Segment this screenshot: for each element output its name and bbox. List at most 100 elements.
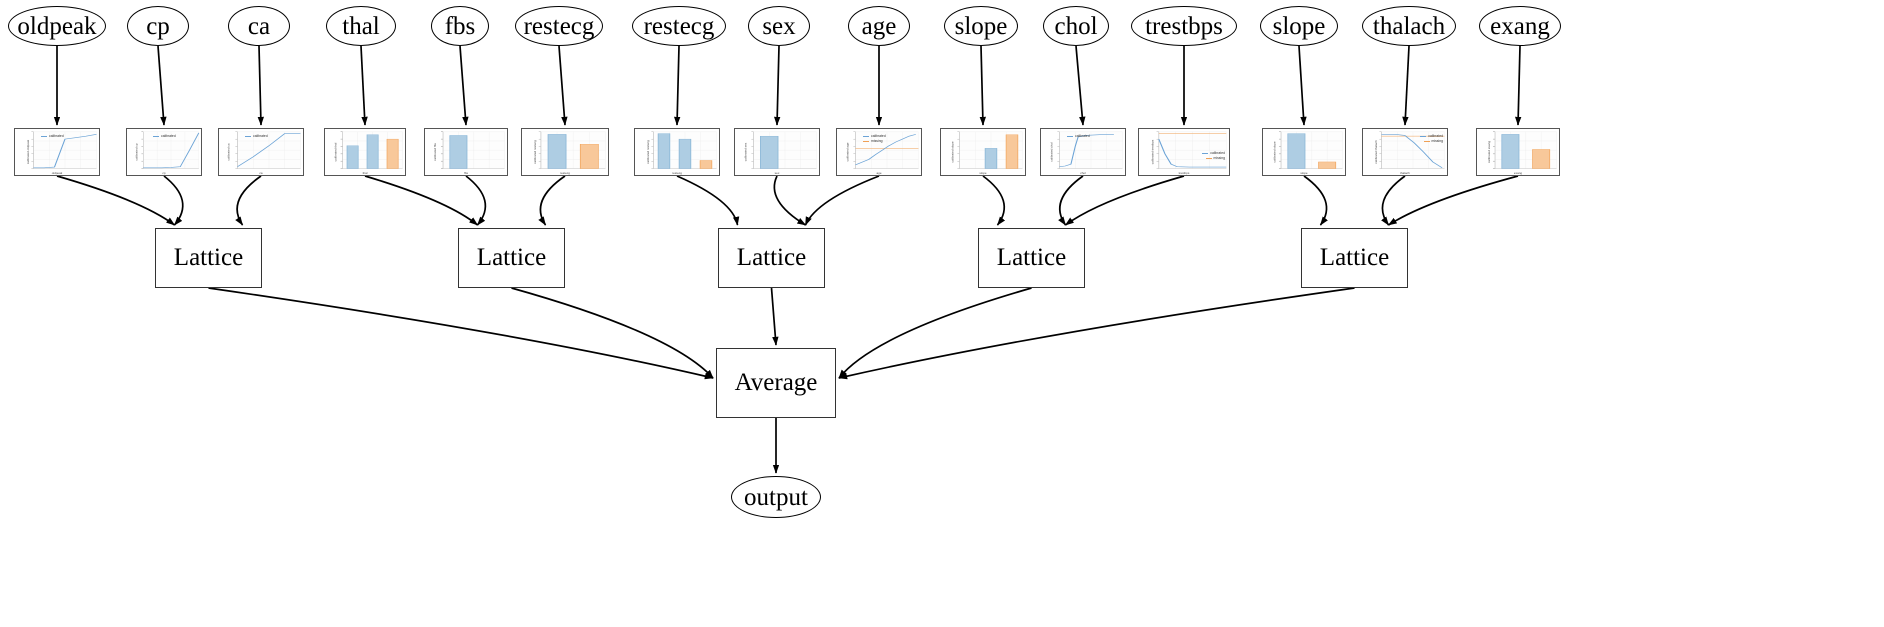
lattice-node-1[interactable]: Lattice — [458, 228, 565, 288]
calibration-plot-slope-12[interactable]: calibrated slope slope — [1262, 128, 1346, 176]
plot-ylabel: calibrated oldpeak — [26, 139, 31, 165]
lattice-node-label: Lattice — [173, 244, 244, 271]
plot-xlabel: restecg — [560, 171, 570, 175]
feature-node-label: thal — [342, 12, 380, 40]
plot-svg — [1057, 131, 1123, 169]
feature-node-cp-1[interactable]: cp — [127, 6, 189, 46]
feature-node-oldpeak-0[interactable]: oldpeak — [8, 6, 106, 46]
plot-svg — [1379, 131, 1445, 169]
feature-node-ca-2[interactable]: ca — [228, 6, 290, 46]
plot-svg — [141, 131, 200, 169]
plot-legend-calibrated: calibrated — [41, 134, 64, 138]
calibration-plot-cp-1[interactable]: calibrated calibrated cp cp — [126, 128, 202, 176]
plot-ylabel: calibrated thalach — [1373, 140, 1378, 164]
plot-xlabel: slope — [1300, 171, 1308, 175]
feature-node-age-8[interactable]: age — [848, 6, 910, 46]
plot-legend-calibrated: calibrated — [1420, 134, 1443, 138]
plot-legend-calibrated: calibrated — [1067, 134, 1090, 138]
plot-ylabel: calibrated ca — [226, 143, 231, 161]
lattice-node-4[interactable]: Lattice — [1301, 228, 1408, 288]
plot-svg — [235, 131, 301, 169]
plot-xlabel: trestbps — [1178, 171, 1190, 175]
plot-xlabel: cp — [162, 171, 166, 175]
output-node[interactable]: output — [731, 476, 821, 518]
feature-node-label: oldpeak — [17, 12, 97, 40]
lattice-node-label: Lattice — [996, 244, 1067, 271]
feature-node-label: sex — [762, 12, 796, 40]
plot-ylabel: calibrated sex — [743, 142, 748, 162]
plot-svg — [31, 131, 97, 169]
plot-xlabel: chol — [1080, 171, 1086, 175]
feature-node-chol-10[interactable]: chol — [1043, 6, 1109, 46]
calibration-plot-exang-14[interactable]: calibrated exang exang — [1476, 128, 1560, 176]
plot-svg — [1156, 131, 1227, 169]
plot-svg — [340, 131, 403, 169]
lattice-node-2[interactable]: Lattice — [718, 228, 825, 288]
feature-node-label: slope — [1272, 12, 1326, 40]
calibration-plot-oldpeak-0[interactable]: calibrated calibrated oldpeak oldpeak — [14, 128, 100, 176]
plot-legend-calibrated: calibrated — [153, 134, 176, 138]
plot-svg — [751, 131, 817, 169]
plot-legend-calibrated: calibrated — [863, 134, 886, 138]
calibration-plot-ca-2[interactable]: calibrated calibrated ca ca — [218, 128, 304, 176]
feature-node-restecg-5[interactable]: restecg — [515, 6, 603, 46]
plot-ylabel: calibrated slope — [1272, 141, 1277, 163]
plot-legend-calibrated: calibrated — [245, 134, 268, 138]
plot-xlabel: oldpeak — [51, 171, 63, 175]
lattice-node-label: Lattice — [476, 244, 547, 271]
feature-node-restecg-6[interactable]: restecg — [632, 6, 726, 46]
plot-xlabel: fbs — [463, 171, 468, 175]
average-node[interactable]: Average — [716, 348, 836, 418]
plot-svg — [1278, 131, 1343, 169]
lattice-node-label: Lattice — [1319, 244, 1390, 271]
feature-node-label: exang — [1490, 12, 1550, 40]
feature-node-label: trestbps — [1145, 12, 1223, 40]
plot-svg — [1492, 131, 1557, 169]
lattice-node-0[interactable]: Lattice — [155, 228, 262, 288]
plot-xlabel: age — [876, 171, 882, 175]
feature-node-label: slope — [954, 12, 1008, 40]
feature-node-label: age — [861, 12, 897, 40]
feature-node-thalach-13[interactable]: thalach — [1362, 6, 1456, 46]
plot-svg — [651, 131, 717, 169]
calibration-plot-sex-7[interactable]: calibrated sex sex — [734, 128, 820, 176]
feature-node-exang-14[interactable]: exang — [1479, 6, 1561, 46]
plot-ylabel: calibrated exang — [1487, 140, 1492, 164]
plot-xlabel: ca — [259, 171, 263, 175]
feature-node-slope-9[interactable]: slope — [944, 6, 1018, 46]
calibration-plot-chol-10[interactable]: calibrated calibrated chol chol — [1040, 128, 1126, 176]
plot-ylabel: calibrated chol — [1049, 142, 1054, 162]
plot-svg — [538, 131, 606, 169]
plot-ylabel: calibrated cp — [134, 143, 139, 161]
plot-ylabel: calibrated slope — [950, 141, 955, 163]
output-node-label: output — [744, 483, 808, 511]
feature-node-slope-12[interactable]: slope — [1260, 6, 1338, 46]
feature-node-label: restecg — [643, 12, 715, 40]
feature-node-fbs-4[interactable]: fbs — [431, 6, 489, 46]
average-node-label: Average — [734, 369, 818, 396]
plot-legend-missing: missing — [1423, 139, 1443, 143]
feature-node-sex-7[interactable]: sex — [748, 6, 810, 46]
lattice-node-3[interactable]: Lattice — [978, 228, 1085, 288]
plot-xlabel: sex — [774, 171, 780, 175]
feature-node-trestbps-11[interactable]: trestbps — [1131, 6, 1237, 46]
plot-legend-missing: missing — [863, 139, 883, 143]
lattice-node-label: Lattice — [736, 244, 807, 271]
plot-xlabel: exang — [1513, 171, 1523, 175]
plot-svg — [440, 131, 505, 169]
plot-xlabel: thalach — [1400, 171, 1410, 175]
plot-xlabel: thal — [362, 171, 368, 175]
feature-node-label: thalach — [1372, 12, 1446, 40]
plot-legend-calibrated: calibrated — [1202, 151, 1225, 155]
plot-xlabel: restecg — [672, 171, 682, 175]
feature-node-label: restecg — [523, 12, 595, 40]
feature-node-thal-3[interactable]: thal — [326, 6, 396, 46]
